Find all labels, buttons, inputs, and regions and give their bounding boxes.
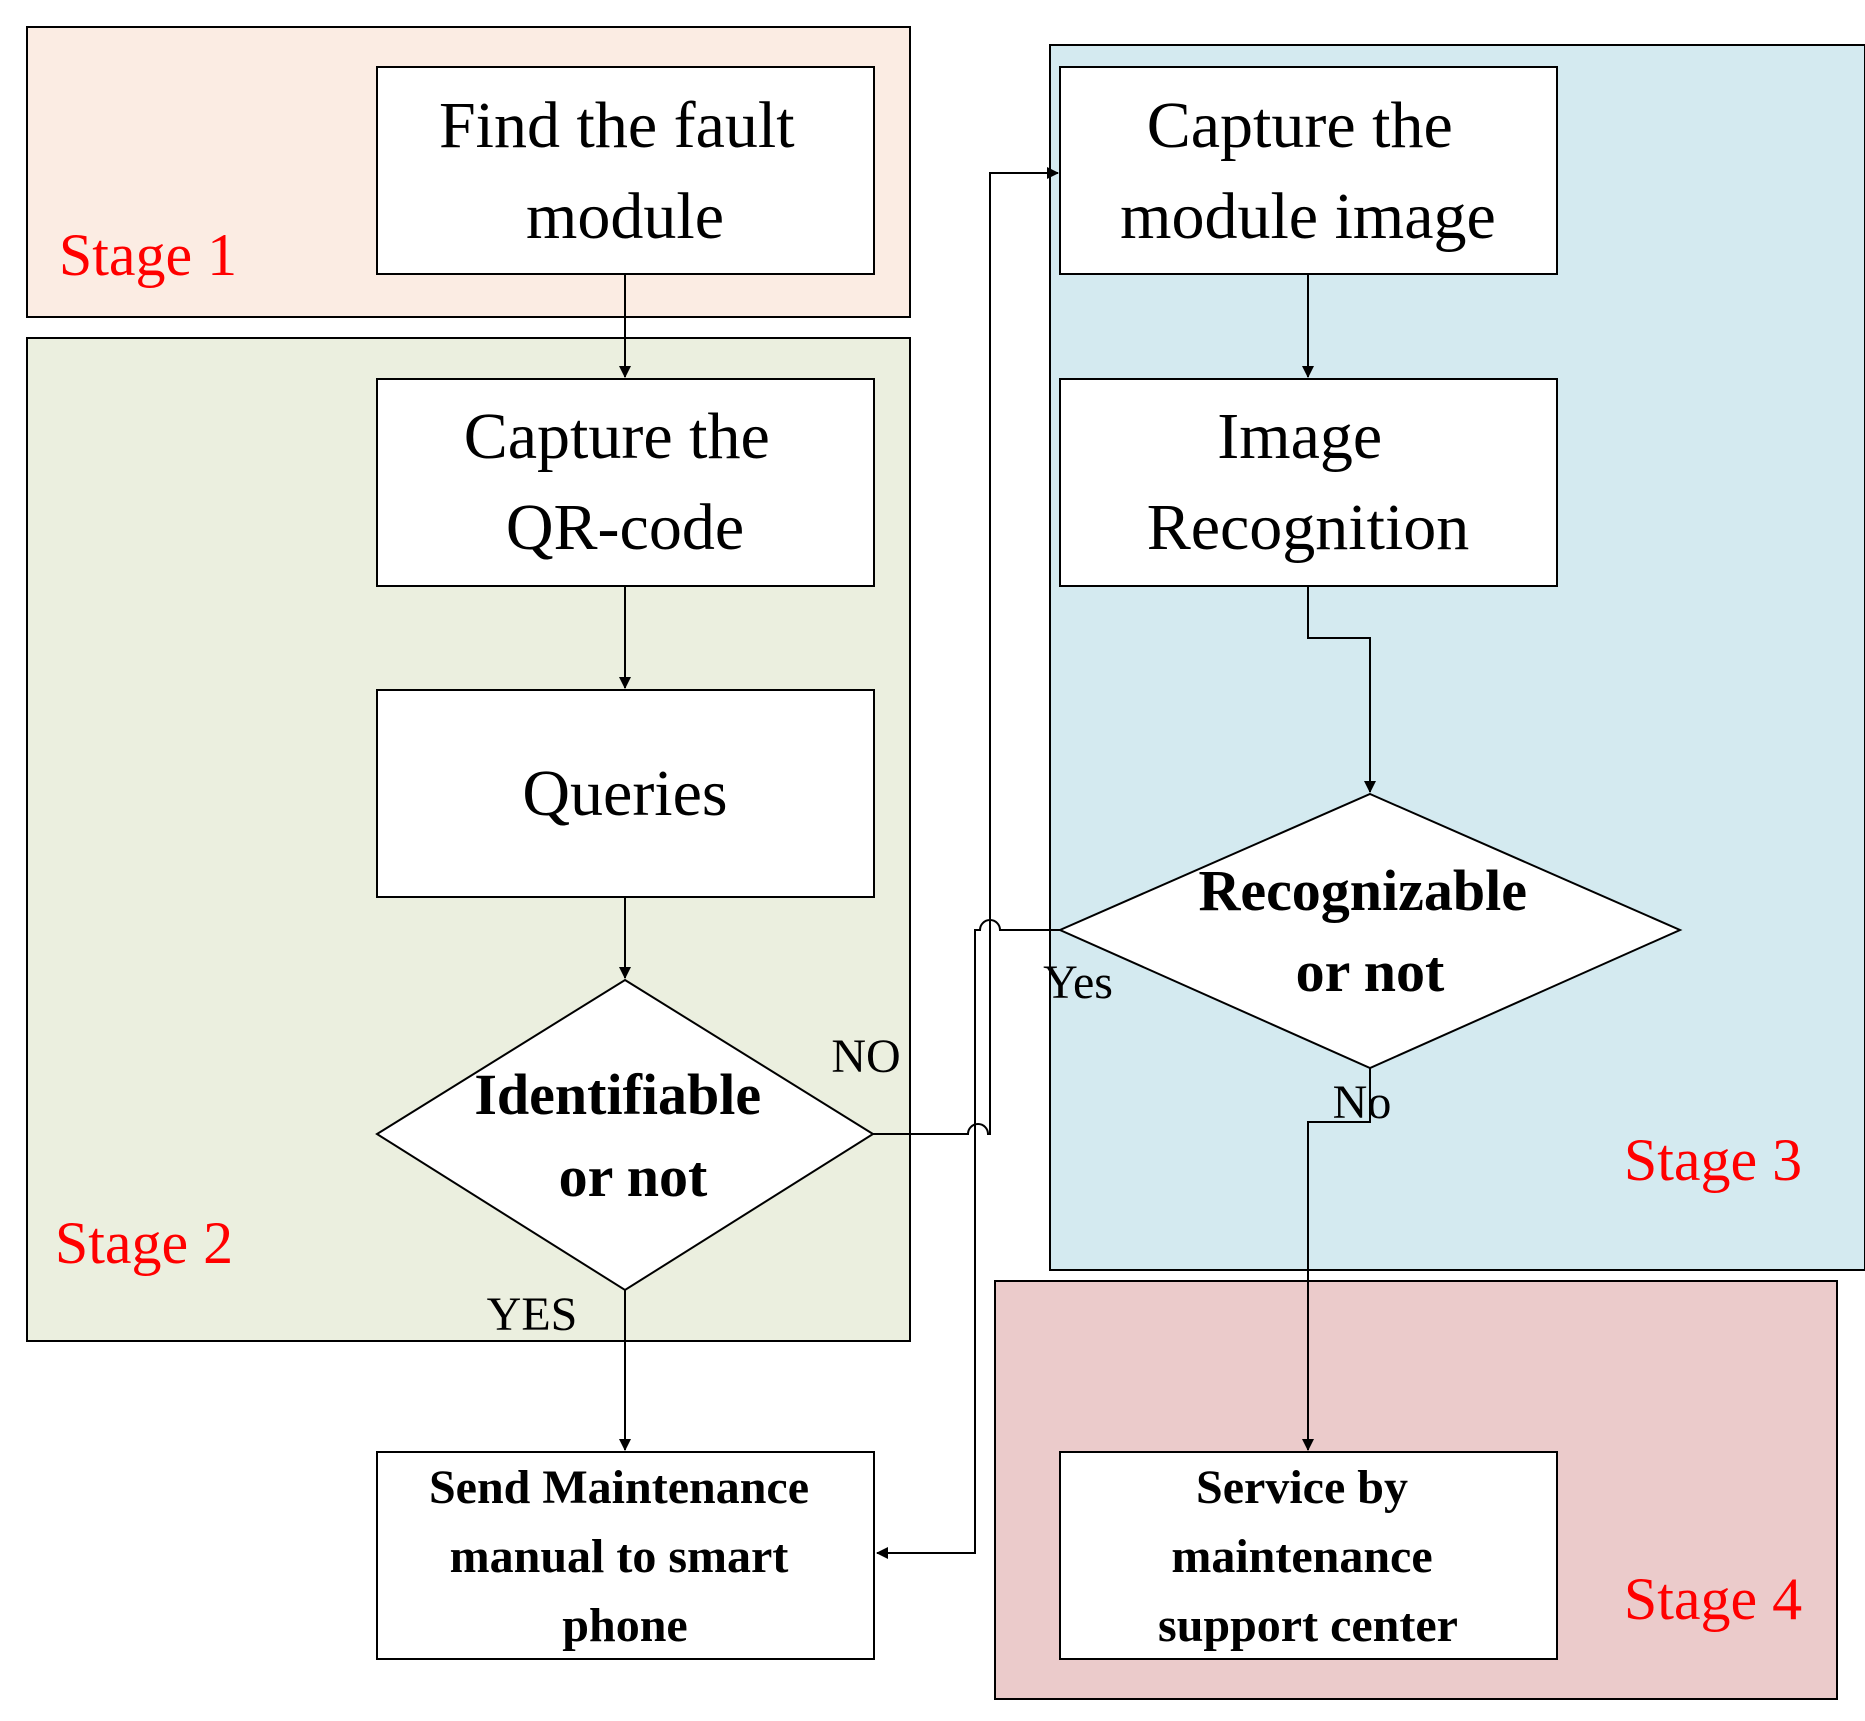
svg-text:Identifiable or not: Identifiable or not [474,1062,775,1209]
arrow-recognizable-yes-to-send [876,919,1060,1559]
edge-label-no: No [1333,1076,1392,1129]
node-line: maintenance [1171,1530,1432,1583]
node-line: module [526,180,724,253]
node-line: phone [562,1599,687,1652]
arrow-recognition-to-recognizable [1307,586,1376,793]
decision-identifiable: Identifiable or not [375,978,875,1292]
svg-text:Capture the QR-code: Capture the QR-code [464,400,787,564]
decision-line: or not [1296,939,1445,1004]
decision-recognizable: Recognizable or not [1057,792,1683,1070]
node-line: Capture the [1147,89,1453,162]
stage1-label: Stage 1 [59,222,237,288]
node-capture-qr-code: Capture the QR-code [376,378,875,587]
node-line: Find the fault [439,89,795,162]
decision-line: or not [559,1144,708,1209]
decision-line: Recognizable [1198,858,1527,923]
arrow-identifiable-no-to-capture-image [873,167,1059,1135]
node-line: Queries [522,757,727,830]
node-capture-module-image: Capture the module image [1059,66,1558,275]
svg-text:Image Recognition: Image Recognition [1147,400,1470,564]
svg-text:Send Maintenance manual: Send Maintenance manual to smart phone [429,1461,821,1652]
node-queries: Queries [376,689,875,898]
svg-text:Find the fault module: Find the fault module [439,89,811,253]
node-line: manual to smart [450,1530,789,1583]
node-find-fault-module: Find the fault module [376,66,875,275]
stage2-label: Stage 2 [55,1210,233,1276]
stage3-label: Stage 3 [1624,1127,1802,1193]
edge-label-no: NO [831,1030,900,1083]
svg-text:Recognizable or not: Recognizable or not [1198,858,1541,1004]
arrow-recognizable-no-to-service [1302,1068,1371,1451]
svg-text:Queries: Queries [522,757,727,830]
node-line: Service by [1196,1461,1408,1514]
edge-label-yes: YES [487,1288,578,1341]
stage4-label: Stage 4 [1624,1566,1802,1632]
node-line: Image [1217,400,1382,473]
node-send-maintenance-manual: Send Maintenance manual to smart phone [376,1451,875,1660]
node-service-by-support-center: Service by maintenance support center [1059,1451,1558,1660]
edge-label-yes: Yes [1043,956,1113,1009]
node-line: module image [1120,180,1496,253]
svg-text:Service by maintenance: Service by maintenance support center [1158,1461,1458,1652]
node-line: support center [1158,1599,1458,1652]
node-line: QR-code [506,491,744,564]
node-line: Capture the [464,400,770,473]
svg-text:Capture the module image: Capture the module image [1120,89,1496,253]
node-line: Send Maintenance [429,1461,809,1514]
node-line: Recognition [1147,491,1470,564]
decision-line: Identifiable [474,1062,761,1127]
node-image-recognition: Image Recognition [1059,378,1558,587]
